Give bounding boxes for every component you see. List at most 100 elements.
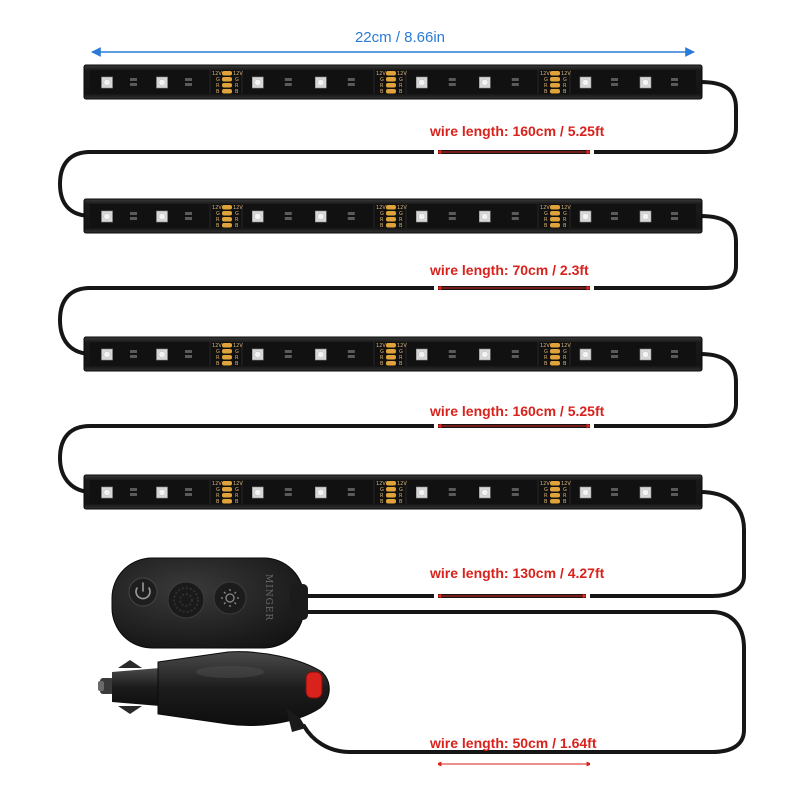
solder-pad [222, 217, 232, 222]
solder-pad [550, 499, 560, 504]
pcb-pin-label: B [563, 361, 567, 367]
pcb-voltage-label: 12V [397, 71, 407, 77]
solder-pad [386, 361, 396, 366]
resistor [611, 78, 618, 81]
resistor [284, 488, 292, 491]
solder-pad [222, 355, 232, 360]
resistor [511, 212, 519, 215]
pcb-voltage-label: 12V [376, 343, 386, 349]
power-icon [135, 582, 151, 600]
pcb-pin-label: B [399, 223, 403, 229]
resistor [671, 350, 678, 353]
pcb-voltage-label: 12V [561, 205, 571, 211]
solder-pad [550, 77, 560, 82]
wiring [57, 80, 746, 754]
resistor [130, 350, 137, 353]
resistor [347, 350, 355, 353]
pcb-pin-label: R [380, 83, 384, 89]
pcb-pin-label: R [399, 83, 403, 89]
resistor [185, 78, 192, 81]
wire-length-callout: wire length: 70cm / 2.3ft [429, 262, 594, 291]
pcb-voltage-label: 12V [233, 71, 243, 77]
pcb-pin-label: G [563, 211, 567, 217]
pcb-pin-label: B [380, 499, 384, 505]
resistor [284, 355, 292, 358]
strip-length-dimension: 22cm / 8.66in [91, 26, 695, 57]
pcb-pin-label: G [380, 211, 384, 217]
power-button[interactable] [128, 577, 158, 607]
resistor [611, 488, 618, 491]
wire-length-label: wire length: 50cm / 1.64ft [429, 735, 597, 751]
pcb-pin-label: R [235, 355, 239, 361]
resistor [511, 355, 519, 358]
wire-length-label: wire length: 70cm / 2.3ft [429, 262, 589, 278]
solder-pad [550, 217, 560, 222]
pcb-voltage-label: 12V [397, 205, 407, 211]
pcb-voltage-label: 12V [540, 343, 550, 349]
pcb-pin-label: B [216, 499, 220, 505]
pcb-pin-label: G [544, 487, 548, 493]
pcb-pin-label: B [399, 361, 403, 367]
brightness-button[interactable] [213, 581, 247, 615]
resistor [671, 217, 678, 220]
pcb-pin-label: G [544, 349, 548, 355]
resistor [611, 355, 618, 358]
pcb-pin-label: R [380, 355, 384, 361]
controller-brand-label: MINGER [263, 574, 273, 621]
resistor [511, 83, 519, 86]
pcb-pin-label: G [563, 349, 567, 355]
pcb-voltage-label: 12V [233, 343, 243, 349]
solder-pad [222, 83, 232, 88]
pcb-pin-label: R [544, 355, 548, 361]
pcb-pin-label: B [235, 223, 239, 229]
pcb-pin-label: B [235, 361, 239, 367]
plug-indicator-button[interactable] [305, 671, 323, 699]
solder-pad [222, 205, 232, 210]
pcb-pin-label: R [399, 217, 403, 223]
resistor [347, 78, 355, 81]
resistor [284, 78, 292, 81]
pcb-pin-label: R [563, 83, 567, 89]
pcb-pin-label: R [235, 83, 239, 89]
pcb-voltage-label: 12V [212, 205, 222, 211]
solder-pad [550, 481, 560, 486]
resistor [185, 217, 192, 220]
pcb-voltage-label: 12V [561, 343, 571, 349]
pcb-pin-label: B [544, 223, 548, 229]
pcb-pin-label: R [216, 217, 220, 223]
plug-body [157, 651, 330, 726]
pcb-pin-label: G [399, 211, 403, 217]
solder-pad [386, 223, 396, 228]
resistor [671, 488, 678, 491]
pcb-pin-label: B [563, 499, 567, 505]
resistor [448, 488, 456, 491]
pcb-pin-label: B [380, 361, 384, 367]
solder-pad [550, 71, 560, 76]
pcb-voltage-label: 12V [212, 71, 222, 77]
solder-pad [386, 211, 396, 216]
solder-pad [222, 77, 232, 82]
mode-dial-button[interactable] [167, 581, 205, 619]
pcb-voltage-label: 12V [376, 205, 386, 211]
pcb-pin-label: G [380, 77, 384, 83]
pcb-pin-label: B [380, 223, 384, 229]
pcb-pin-label: R [544, 83, 548, 89]
resistor [448, 355, 456, 358]
resistor [671, 212, 678, 215]
pcb-pin-label: R [216, 355, 220, 361]
pcb-voltage-label: 12V [561, 71, 571, 77]
resistor [511, 78, 519, 81]
resistor [448, 78, 456, 81]
pcb-pin-label: B [399, 89, 403, 95]
resistor [611, 212, 618, 215]
solder-pad [222, 487, 232, 492]
resistor [448, 217, 456, 220]
resistor [448, 212, 456, 215]
solder-pad [550, 205, 560, 210]
